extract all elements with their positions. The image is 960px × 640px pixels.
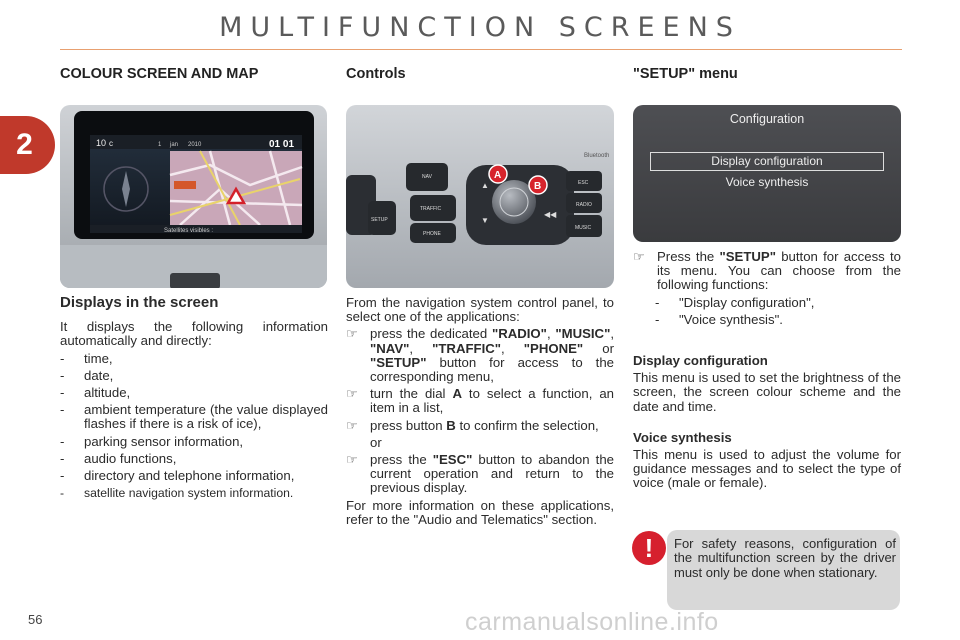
warning-icon: ! [632, 531, 666, 565]
watermark: carmanualsonline.info [465, 608, 719, 636]
screen-satellites: Satellites visibles : [164, 228, 213, 234]
hand-pointer-icon: ☞ [346, 386, 358, 402]
screen-month: jan [169, 142, 178, 148]
displays-subheading: Displays in the screen [60, 294, 219, 311]
column-displays: Displays in the screen It displays the f… [60, 294, 328, 501]
colour-screen-photo: 10 c 1 jan 2010 01 01 Satellites visible… [60, 105, 327, 288]
controls-bullet-turn-dial: ☞ turn the dial A to select a function, … [346, 386, 615, 416]
setup-press-bullet: ☞ Press the "SETUP" button for access to… [633, 249, 901, 293]
compass-icon [103, 166, 149, 212]
controls-bullet-press-button: ☞ press button B to confirm the selectio… [346, 417, 599, 433]
screen-temperature: 10 [96, 138, 106, 148]
hand-pointer-icon: ☞ [346, 417, 358, 433]
list-item: -ambient temperature (the value displaye… [60, 402, 328, 432]
panel-music-label: MUSIC [575, 225, 592, 231]
controls-bullet-esc: ☞ press the "ESC" button to abandon the … [346, 452, 614, 496]
list-item: -parking sensor information, [60, 433, 244, 449]
displays-list: -time, -date, -altitude, -ambient temper… [60, 350, 328, 501]
list-item: -directory and telephone information, [60, 468, 295, 484]
page-number: 56 [28, 612, 43, 627]
label-a-marker [488, 164, 508, 184]
panel-brand-label: Bluetooth [584, 153, 609, 159]
list-item: -"Voice synthesis". [655, 311, 783, 327]
position-marker-icon [225, 186, 247, 205]
voice-synthesis-heading: Voice synthesis [633, 429, 732, 445]
screen-year: 2010 [188, 142, 202, 148]
arrow-down-icon: ▼ [481, 216, 489, 225]
controls-or: or [370, 434, 382, 450]
label-a: A [494, 170, 501, 181]
panel-esc-label: ESC [578, 180, 589, 186]
panel-radio-button[interactable] [566, 193, 602, 213]
list-item: -date, [60, 367, 114, 383]
menu-item-display-configuration[interactable]: Display configuration [650, 152, 884, 171]
column-setup: ☞ Press the "SETUP" button for access to… [633, 249, 901, 491]
panel-esc-button[interactable] [566, 171, 602, 191]
panel-setup-button[interactable] [368, 201, 396, 235]
voice-synthesis-text: This menu is used to adjust the volume f… [633, 447, 901, 491]
menu-title: Configuration [729, 112, 805, 126]
heading-setup-menu: "SETUP" menu [633, 66, 738, 82]
label-b-marker [528, 175, 548, 195]
column-controls: From the navigation system control panel… [346, 295, 615, 527]
chapter-tab: 2 [0, 116, 55, 174]
display-configuration-heading: Display configuration [633, 353, 768, 369]
screen-temperature-unit: c [109, 139, 113, 148]
panel-phone-label: PHONE [423, 231, 441, 237]
selection-dial[interactable] [492, 180, 536, 224]
safety-warning-text: For safety reasons, configuration of the… [674, 536, 896, 580]
list-item: -satellite navigation system information… [60, 486, 294, 501]
displays-intro: It displays the following information au… [60, 319, 328, 349]
panel-nav-button[interactable] [406, 163, 448, 191]
hand-pointer-icon: ☞ [346, 326, 358, 342]
list-item: -audio functions, [60, 450, 177, 466]
list-item: -time, [60, 350, 113, 366]
controls-intro: From the navigation system control panel… [346, 295, 614, 325]
list-item: -altitude, [60, 385, 131, 401]
heading-controls: Controls [346, 66, 406, 82]
menu-item-voice-synthesis[interactable]: Voice synthesis [725, 175, 809, 189]
panel-nav-label: NAV [422, 174, 433, 180]
panel-traffic-label: TRAFFIC [420, 206, 441, 212]
page-title: MULTIFUNCTION SCREENS [219, 12, 741, 43]
panel-music-button[interactable] [566, 215, 602, 237]
setup-menu-screen: Configuration Display configuration Voic… [633, 105, 901, 242]
panel-setup-label: SETUP [371, 217, 388, 223]
panel-radio-label: RADIO [576, 202, 592, 208]
list-item: -"Display configuration", [655, 294, 815, 310]
header-divider [60, 49, 902, 50]
control-panel-photo: Bluetooth SETUP NAV TRAFFIC PHONE ▲ ▼ ◀◀… [346, 105, 614, 288]
safety-warning-box: For safety reasons, configuration of the… [667, 530, 900, 610]
screen-time: 01 01 [269, 139, 294, 150]
screen-day: 1 [158, 142, 162, 148]
controls-bullet-press-dedicated: ☞ press the dedicated "RADIO", "MUSIC", … [346, 326, 614, 385]
heading-colour-screen: COLOUR SCREEN AND MAP [60, 66, 259, 82]
controls-footer: For more information on these applicatio… [346, 497, 614, 527]
panel-traffic-button[interactable] [410, 195, 456, 221]
rewind-icon: ◀◀ [544, 210, 557, 219]
hand-pointer-icon: ☞ [633, 249, 645, 264]
arrow-up-icon: ▲ [481, 181, 489, 190]
display-configuration-text: This menu is used to set the brightness … [633, 370, 901, 414]
panel-phone-button[interactable] [410, 223, 456, 243]
label-b: B [534, 181, 541, 192]
hand-pointer-icon: ☞ [346, 452, 358, 468]
